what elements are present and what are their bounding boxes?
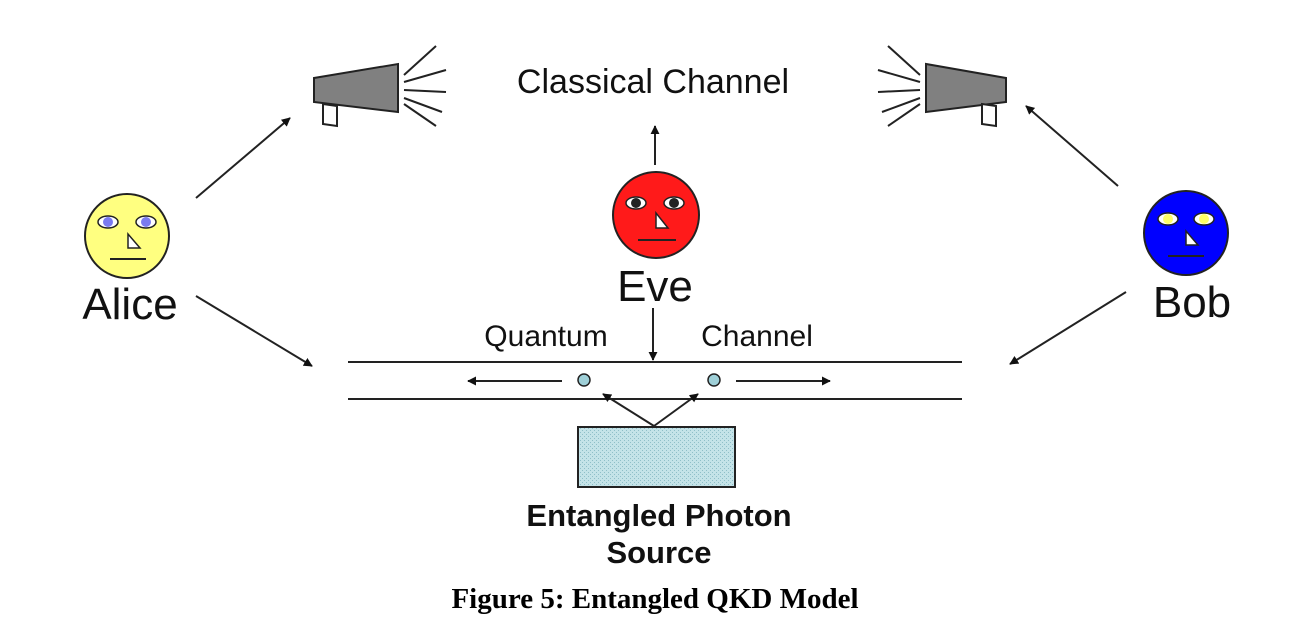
right-megaphone-sound-lines (877, 45, 921, 127)
bob-right-pupil (1199, 214, 1209, 224)
quantum-label: Quantum (484, 320, 607, 353)
bob-label: Bob (1153, 278, 1231, 327)
alice-nose (127, 231, 142, 249)
left-megaphone-body (313, 62, 399, 114)
alice-right-pupil (141, 217, 151, 227)
bob-to-classical-arrow (1025, 105, 1119, 187)
eve-face-icon (612, 171, 700, 259)
right-photon-icon (707, 373, 721, 387)
left-photon-icon (577, 373, 591, 387)
figure-caption: Figure 5: Entangled QKD Model (451, 583, 858, 615)
source-to-left-photon-arrow (602, 393, 655, 427)
eve-right-pupil (669, 198, 679, 208)
channel-label: Channel (701, 320, 813, 353)
source-label-line2: Source (606, 535, 711, 570)
eve-left-pupil (631, 198, 641, 208)
right-megaphone-icon (877, 45, 1007, 128)
alice-face-icon (84, 193, 170, 279)
left-megaphone-icon (313, 45, 447, 128)
bob-nose (1185, 228, 1200, 246)
source-to-right-photon-arrow (653, 393, 699, 427)
alice-to-quantum-arrow (195, 295, 313, 367)
entangled-photon-source-box (577, 426, 736, 488)
classical-channel-label: Classical Channel (517, 63, 789, 101)
source-label-line1: Entangled Photon (526, 498, 791, 533)
right-megaphone-body (925, 62, 1007, 114)
alice-to-classical-arrow (195, 117, 291, 199)
alice-left-pupil (103, 217, 113, 227)
bob-to-quantum-arrow (1009, 291, 1127, 365)
alice-label: Alice (82, 280, 177, 329)
eve-label: Eve (617, 262, 693, 311)
left-megaphone-sound-lines (403, 45, 447, 127)
left-megaphone-handle (322, 102, 338, 128)
alice-head (84, 193, 170, 279)
eve-nose (655, 210, 670, 229)
bob-face-icon (1143, 190, 1229, 276)
right-megaphone-handle (981, 102, 997, 128)
bob-left-pupil (1163, 214, 1173, 224)
